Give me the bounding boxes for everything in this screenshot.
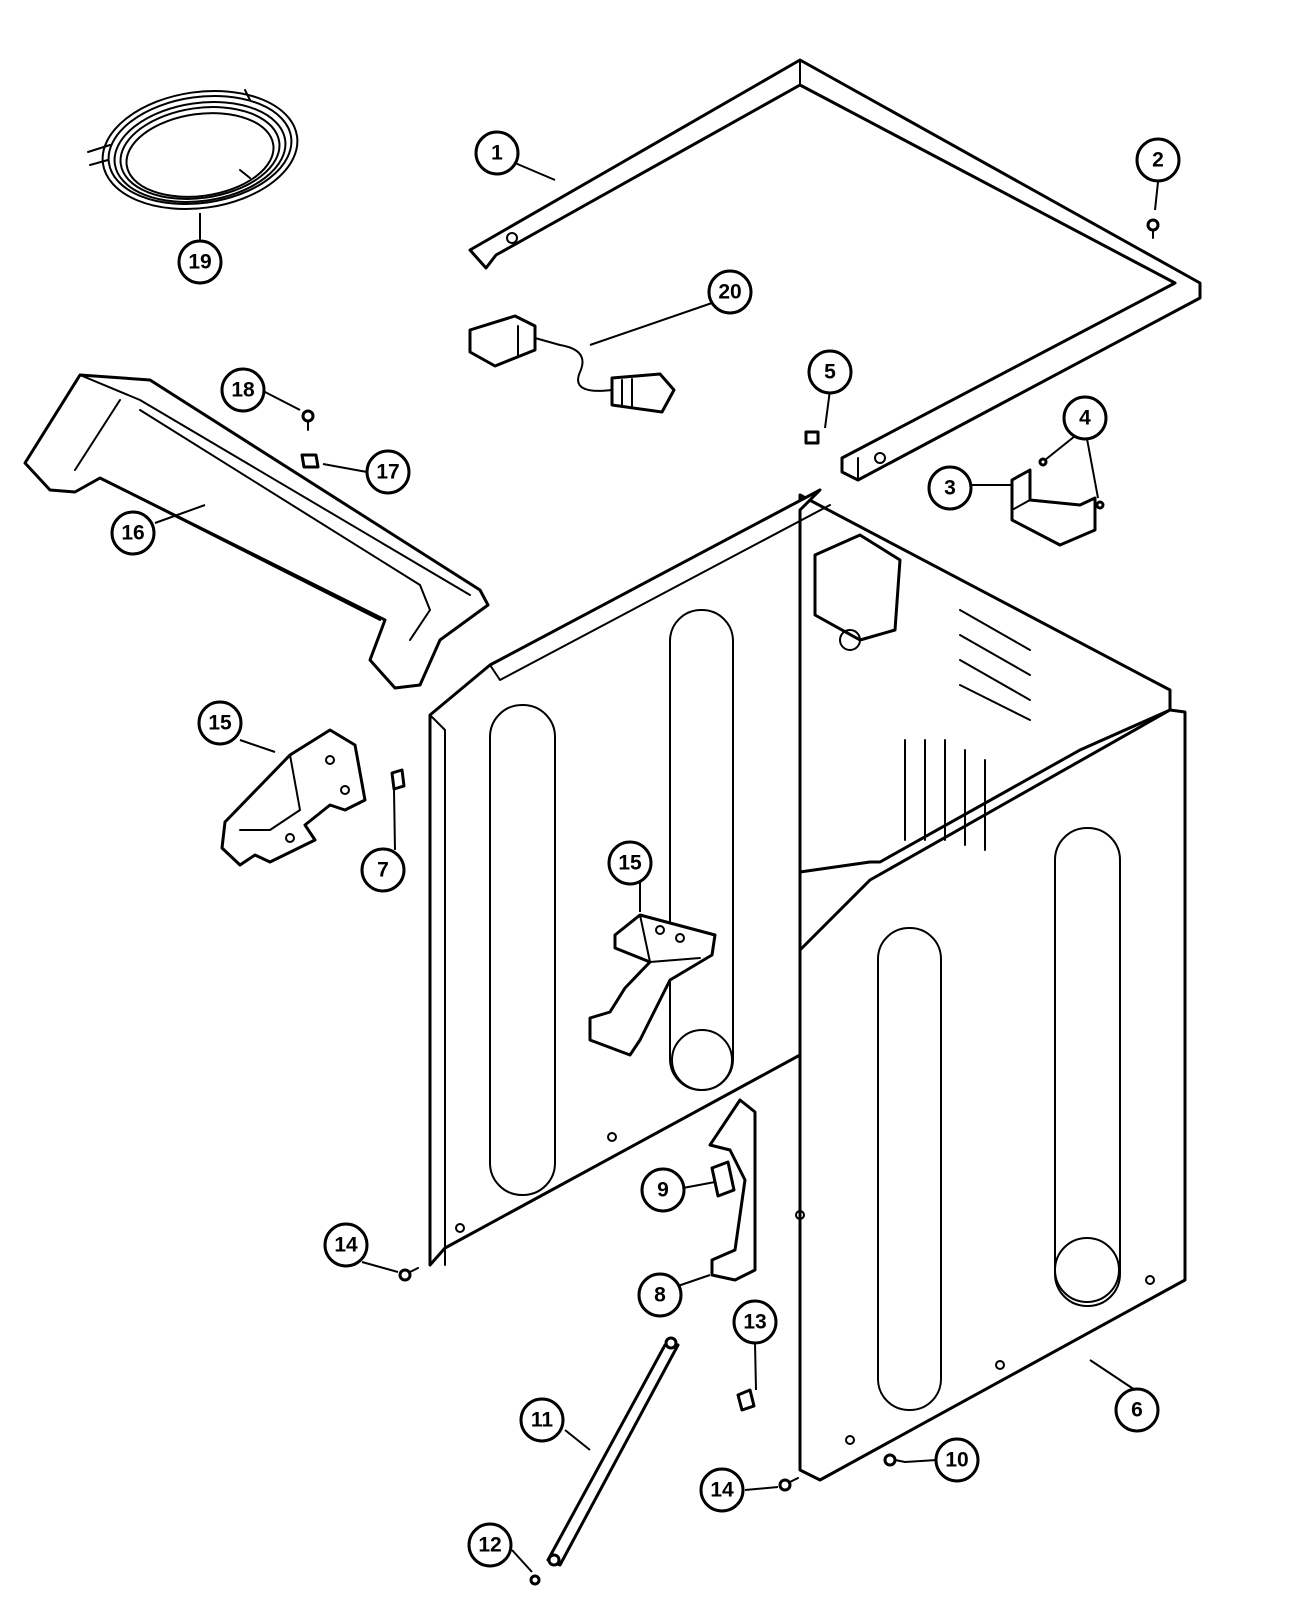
bracket-3 <box>1010 457 1105 547</box>
callout-19: 19 <box>177 239 223 285</box>
callout-15-left: 15 <box>197 700 243 746</box>
screw-2 <box>1146 218 1160 239</box>
callout-2: 2 <box>1135 137 1181 183</box>
svg-text:11: 11 <box>531 1409 554 1432</box>
screw-18 <box>301 409 315 431</box>
wire-harness-coil <box>87 89 299 211</box>
svg-text:19: 19 <box>188 251 211 274</box>
screw-14-left <box>398 1267 419 1282</box>
power-cord <box>468 314 676 414</box>
callout-20: 20 <box>707 269 753 315</box>
block-9 <box>710 1160 736 1198</box>
svg-text:10: 10 <box>945 1449 968 1472</box>
callout-16: 16 <box>110 510 156 556</box>
hinge-bracket-center <box>588 913 717 1057</box>
svg-text:18: 18 <box>231 379 255 402</box>
svg-text:14: 14 <box>710 1479 734 1502</box>
svg-text:2: 2 <box>1152 149 1164 172</box>
callout-3: 3 <box>927 465 973 511</box>
clip-17 <box>300 453 320 469</box>
callout-6: 6 <box>1114 1387 1160 1433</box>
callout-9: 9 <box>640 1167 686 1213</box>
callout-7: 7 <box>360 847 406 893</box>
callout-17: 17 <box>365 449 411 495</box>
callout-1: 1 <box>474 130 520 176</box>
callout-15-center: 15 <box>607 840 653 886</box>
callout-13: 13 <box>732 1299 778 1345</box>
callout-11: 11 <box>519 1397 565 1443</box>
svg-text:3: 3 <box>944 477 956 500</box>
svg-text:6: 6 <box>1131 1399 1143 1422</box>
svg-text:20: 20 <box>718 281 741 304</box>
control-panel-end-cap <box>23 373 490 690</box>
svg-text:5: 5 <box>824 361 836 384</box>
clip-7 <box>390 768 406 791</box>
svg-text:4: 4 <box>1079 407 1091 430</box>
cabinet <box>428 488 1187 1482</box>
svg-text:14: 14 <box>334 1234 358 1257</box>
clip-13 <box>736 1388 756 1412</box>
svg-text:13: 13 <box>743 1311 766 1334</box>
svg-text:17: 17 <box>376 461 399 484</box>
callout-14-left: 14 <box>323 1222 369 1268</box>
callout-8: 8 <box>637 1272 683 1318</box>
screw-14-right <box>778 1477 799 1492</box>
callout-4: 4 <box>1062 395 1108 441</box>
svg-text:8: 8 <box>654 1284 666 1307</box>
screw-10 <box>883 1453 906 1467</box>
callout-14-right: 14 <box>699 1467 745 1513</box>
clip-5 <box>804 430 820 445</box>
rod-11 <box>546 1336 680 1567</box>
callout-5: 5 <box>807 349 853 395</box>
callout-18: 18 <box>220 367 266 413</box>
svg-text:15: 15 <box>208 712 232 735</box>
screw-12 <box>529 1574 541 1586</box>
svg-text:16: 16 <box>121 522 144 545</box>
svg-text:1: 1 <box>491 142 503 165</box>
svg-text:9: 9 <box>657 1179 669 1202</box>
callout-12: 12 <box>467 1522 513 1568</box>
svg-text:15: 15 <box>618 852 642 875</box>
callout-10: 10 <box>934 1437 980 1483</box>
svg-text:12: 12 <box>478 1534 501 1557</box>
top-frame <box>468 58 1202 482</box>
hinge-bracket-left <box>220 728 367 867</box>
svg-text:7: 7 <box>377 859 389 882</box>
leader-lines <box>154 162 1159 1573</box>
bracket-8 <box>708 1098 757 1282</box>
